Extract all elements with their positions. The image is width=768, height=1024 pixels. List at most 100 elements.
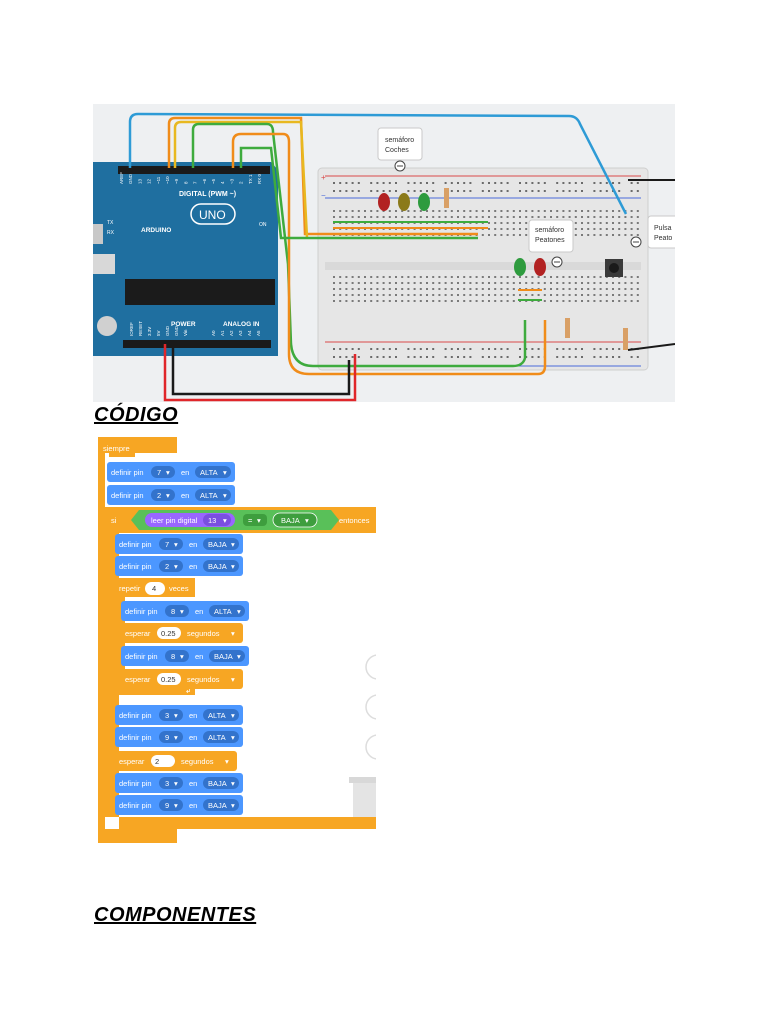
svg-text:segundos: segundos <box>181 757 214 766</box>
svg-text:en: en <box>181 468 189 477</box>
power-label: POWER <box>171 321 196 328</box>
wait-seconds-input[interactable]: 0.25 <box>161 629 176 638</box>
state-dropdown[interactable]: ALTA <box>200 468 218 477</box>
state-dropdown[interactable]: ALTA <box>208 733 226 742</box>
analog-pin-label: A4 <box>247 330 252 336</box>
pin-dropdown[interactable]: 7 <box>157 468 161 477</box>
pin-dropdown[interactable]: 8 <box>171 652 175 661</box>
rail-minus-label: − <box>321 191 326 200</box>
pin-dropdown[interactable]: 9 <box>165 733 169 742</box>
pin-label: 2 <box>239 181 244 184</box>
pin-dropdown[interactable]: 3 <box>165 711 169 720</box>
pin-label: ~10 <box>165 176 170 184</box>
svg-text:en: en <box>189 779 197 788</box>
wait-seconds-input[interactable]: 2 <box>155 757 159 766</box>
state-dropdown[interactable]: ALTA <box>208 711 226 720</box>
wait-seconds-input[interactable]: 0.25 <box>161 675 176 684</box>
circuit-diagram: + − DIGITAL (PWM ~) ARDUINO UNO TX RX ON… <box>93 104 675 402</box>
block-code-area: siempre si entonces leer pin digital 13 … <box>95 433 376 843</box>
svg-text:▾: ▾ <box>257 516 261 525</box>
svg-text:13: 13 <box>208 516 216 525</box>
state-dropdown[interactable]: BAJA <box>208 540 227 549</box>
callout-pulsador: Pulsa Peato <box>630 215 675 249</box>
svg-text:▾: ▾ <box>174 562 178 571</box>
svg-text:definir pin: definir pin <box>119 562 152 571</box>
forever-block[interactable]: siempre <box>98 437 177 843</box>
svg-text:en: en <box>189 733 197 742</box>
svg-text:▾: ▾ <box>174 779 178 788</box>
state-dropdown[interactable]: BAJA <box>208 562 227 571</box>
pin-label: RX 0 <box>257 173 262 184</box>
svg-text:en: en <box>181 491 189 500</box>
svg-text:▾: ▾ <box>174 540 178 549</box>
pin-dropdown[interactable]: 7 <box>165 540 169 549</box>
svg-text:▾: ▾ <box>174 711 178 720</box>
svg-text:en: en <box>189 540 197 549</box>
svg-text:▾: ▾ <box>231 629 235 638</box>
leds-coches <box>378 188 449 211</box>
svg-text:esperar: esperar <box>125 629 151 638</box>
svg-text:▾: ▾ <box>223 491 227 500</box>
svg-text:definir pin: definir pin <box>111 491 144 500</box>
pin-dropdown[interactable]: 2 <box>157 491 161 500</box>
svg-text:▾: ▾ <box>223 516 227 525</box>
rx-label: RX <box>107 230 115 236</box>
svg-text:definir pin: definir pin <box>119 540 152 549</box>
if-block[interactable]: si entonces <box>103 507 376 829</box>
svg-text:▾: ▾ <box>225 757 229 766</box>
power-pin-label: GND <box>174 325 179 336</box>
arduino-board: DIGITAL (PWM ~) ARDUINO UNO TX RX ON POW… <box>93 162 278 356</box>
svg-text:▾: ▾ <box>166 468 170 477</box>
state-dropdown[interactable]: BAJA <box>208 801 227 810</box>
svg-text:▾: ▾ <box>237 652 241 661</box>
analog-pin-label: A5 <box>256 330 261 336</box>
svg-text:Coches: Coches <box>385 147 409 154</box>
pin-label: ~6 <box>202 178 207 184</box>
svg-text:repetir: repetir <box>119 584 141 593</box>
analog-pin-label: A2 <box>229 330 234 336</box>
wires <box>128 112 675 402</box>
pin-dropdown[interactable]: 3 <box>165 779 169 788</box>
trash-icon[interactable] <box>353 783 376 817</box>
pin-dropdown[interactable]: 9 <box>165 801 169 810</box>
svg-text:▾: ▾ <box>231 562 235 571</box>
svg-text:semáforo: semáforo <box>535 227 564 234</box>
digital-header: DIGITAL (PWM ~) <box>179 191 236 198</box>
svg-text:en: en <box>195 652 203 661</box>
svg-text:▾: ▾ <box>231 801 235 810</box>
svg-text:veces: veces <box>169 584 189 593</box>
power-pin-label: RESET <box>138 321 143 336</box>
state-dropdown[interactable]: BAJA <box>214 652 233 661</box>
svg-text:▾: ▾ <box>237 607 241 616</box>
state-dropdown[interactable]: ALTA <box>214 607 232 616</box>
condition-equals[interactable]: leer pin digital 13 ▾ = ▾ BAJA ▾ <box>131 510 339 530</box>
pin-dropdown[interactable]: 8 <box>171 607 175 616</box>
power-pin-label: Vin <box>183 329 188 336</box>
pin-dropdown[interactable]: 2 <box>165 562 169 571</box>
svg-text:▾: ▾ <box>305 516 309 525</box>
svg-text:Pulsa: Pulsa <box>654 225 672 232</box>
power-pin-label: 3.3V <box>147 327 152 336</box>
svg-text:en: en <box>195 607 203 616</box>
svg-text:definir pin: definir pin <box>119 711 152 720</box>
svg-text:definir pin: definir pin <box>119 779 152 788</box>
pin-label: 12 <box>147 178 152 184</box>
state-dropdown[interactable]: BAJA <box>208 779 227 788</box>
state-dropdown[interactable]: ALTA <box>200 491 218 500</box>
pin-label: ~3 <box>229 178 234 184</box>
